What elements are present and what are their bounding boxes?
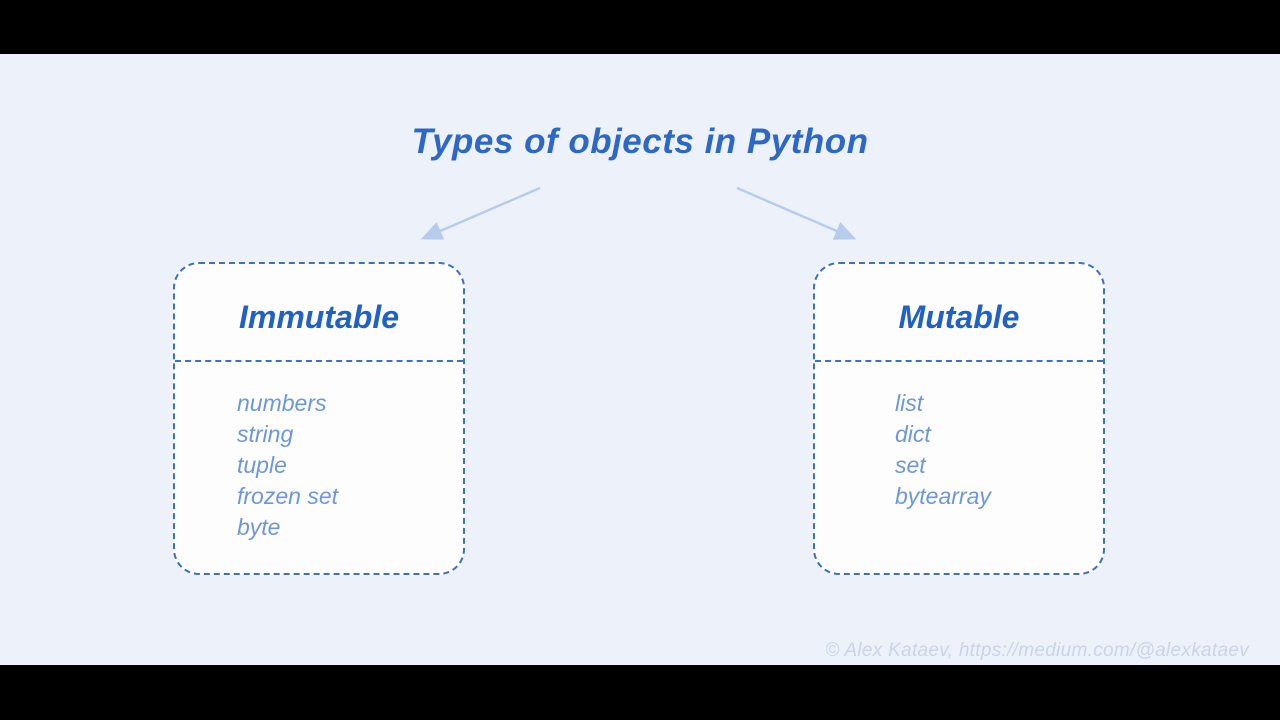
mutable-box: Mutable list dict set bytearray [813,262,1105,575]
slide-background: Types of objects in Python Immutable num… [0,54,1280,665]
mutable-box-list: list dict set bytearray [815,362,1103,512]
arrow-to-immutable [420,186,541,240]
immutable-box-list: numbers string tuple frozen set byte [175,362,463,543]
list-item: numbers [237,390,327,416]
list-item: bytearray [895,483,991,509]
letterbox-bottom [0,665,1280,720]
immutable-box: Immutable numbers string tuple frozen se… [173,262,465,575]
list-item: set [895,452,926,478]
author-credit: © Alex Kataev, https://medium.com/@alexk… [825,640,1249,661]
list-item: tuple [237,452,287,478]
list-item: dict [895,421,931,447]
list-item: frozen set [237,483,338,509]
immutable-box-header: Immutable [175,264,463,362]
list-item: byte [237,514,281,540]
arrow-to-mutable [736,186,857,240]
mutable-box-header: Mutable [815,264,1103,362]
letterbox-top [0,0,1280,54]
list-item: string [237,421,294,447]
diagram-title: Types of objects in Python [411,122,869,161]
list-item: list [895,390,924,416]
